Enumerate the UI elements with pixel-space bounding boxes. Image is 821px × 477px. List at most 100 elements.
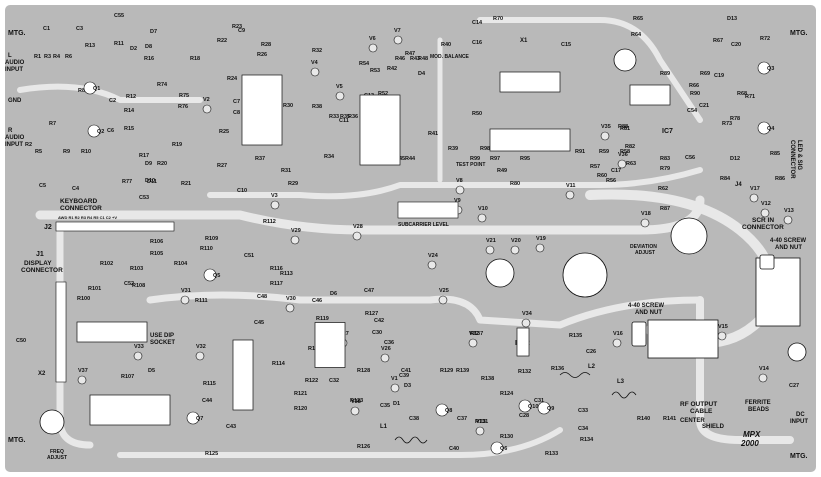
c48-label: C48: [257, 294, 267, 300]
d9-label: D9: [145, 161, 152, 167]
r25-label: R25: [219, 129, 229, 135]
r58-label: R58: [620, 149, 630, 155]
r70-label: R70: [493, 16, 503, 22]
v37-pad: [77, 375, 87, 385]
r91-label: R91: [575, 149, 585, 155]
r38-label: R38: [312, 104, 322, 110]
r139-label: R139: [456, 368, 469, 374]
r87-label: R87: [660, 206, 670, 212]
r121-label: R121: [294, 391, 307, 397]
d4-label: D4: [418, 71, 426, 77]
subcarrier-label: SUBCARRIER LEVEL: [398, 222, 449, 228]
r23-label: R23: [232, 24, 242, 30]
c25-body: [485, 258, 515, 288]
c5-label: C5: [39, 183, 46, 189]
r5-label: R5: [35, 149, 42, 155]
c39-label: C39: [399, 373, 409, 379]
use-dip-socket-label: USE DIP SOCKET: [150, 333, 175, 346]
r85-label: R85: [770, 151, 780, 157]
q4-label: Q4: [767, 126, 775, 132]
d3-label: D3: [404, 383, 411, 389]
r66-label: R66: [689, 83, 699, 89]
r42-label: R42: [387, 66, 397, 72]
c15-label: C15: [561, 42, 571, 48]
q7-label: Q7: [196, 416, 203, 422]
led-sig-line1: LED & SIG: [796, 140, 802, 170]
r89-label: R89: [660, 71, 670, 77]
l-audio-line2: AUDIO: [5, 60, 25, 66]
v31-label: V31: [181, 288, 191, 294]
d12-label: D12: [730, 156, 740, 162]
c4-label: C4: [72, 186, 80, 192]
v29-pad: [290, 235, 300, 245]
r132-label: R132: [518, 369, 531, 375]
c33-label: C33: [578, 408, 588, 414]
led-sig-line2: CONNECTOR: [789, 140, 795, 179]
c27-label: C27: [789, 383, 799, 389]
dc-line1: DC: [796, 412, 805, 418]
ic7-label: IC7: [662, 128, 673, 135]
mod-balance-label: MOD. BALANCE: [430, 54, 470, 60]
c14-label: C14: [472, 20, 483, 26]
screw-nut-top-label: 4-40 SCREW AND NUT: [770, 238, 806, 251]
r27-label: R27: [217, 163, 227, 169]
q8-body: [435, 403, 449, 417]
r83-label: R83: [660, 156, 670, 162]
subcarrier-box: [397, 201, 459, 219]
r1-label: R1: [34, 54, 41, 60]
v13-pad: [783, 215, 793, 225]
v2-pad: [202, 104, 212, 114]
x1-label: X1: [520, 38, 528, 44]
ic11-body: [647, 319, 719, 359]
keyboard-connector-label: KEYBOARD CONNECTOR: [60, 198, 102, 212]
r56-label: R56: [606, 178, 616, 184]
v34-label: V34: [522, 311, 533, 317]
q4-body: [757, 121, 771, 135]
r18-label: R18: [190, 56, 200, 62]
v35-pad: [600, 131, 610, 141]
c23-body: [670, 217, 708, 255]
c26-label: C26: [586, 349, 596, 355]
ferrite-line1: FERRITE: [745, 400, 771, 406]
deviation-adjust-label: DEVIATION ADJUST: [630, 244, 657, 256]
r138-label: R138: [481, 376, 494, 382]
r90-label: R90: [690, 91, 700, 97]
r33-label: R33: [329, 114, 339, 120]
r123-label: R123: [350, 398, 363, 404]
r126-label: R126: [357, 444, 370, 450]
model-line2: 2000: [740, 439, 759, 448]
r8-label: R8: [78, 88, 85, 94]
v28-pad: [352, 231, 362, 241]
v5-pad: [335, 91, 345, 101]
keyboard-line1: KEYBOARD: [60, 198, 98, 205]
q10-body: [518, 399, 532, 413]
c1-label: C1: [43, 26, 50, 32]
r54-label: R54: [359, 61, 370, 67]
r110-label: R110: [200, 246, 213, 252]
r62-label: R62: [658, 186, 668, 192]
screw-nut-mid-label: 4-40 SCREW AND NUT: [628, 303, 664, 316]
r108-label: R108: [132, 283, 145, 289]
v38-label: V38: [351, 399, 361, 405]
r15-label: R15: [124, 126, 134, 132]
c31-label: C31: [534, 398, 544, 404]
v1-label: V1: [391, 376, 398, 382]
r122-label: R122: [305, 378, 318, 384]
v1-pad: [390, 383, 400, 393]
l1-coil: [394, 436, 428, 444]
v23-label: V23: [476, 419, 486, 425]
ic13-outline: [89, 394, 171, 426]
r124-label: R124: [500, 391, 514, 397]
r77-label: R77: [122, 179, 132, 185]
r24-label: R24: [227, 76, 238, 82]
r100-label: R100: [77, 296, 90, 302]
c51-label: C51: [244, 253, 254, 259]
inductor-coils: [394, 372, 637, 444]
v22-label: V22: [469, 331, 479, 337]
r103-label: R103: [130, 266, 143, 272]
v30-pad: [285, 303, 295, 313]
v3-label: V3: [271, 193, 278, 199]
r97-label: R97: [490, 156, 500, 162]
v9-label: V9: [454, 198, 461, 204]
v31-pad: [180, 295, 190, 305]
